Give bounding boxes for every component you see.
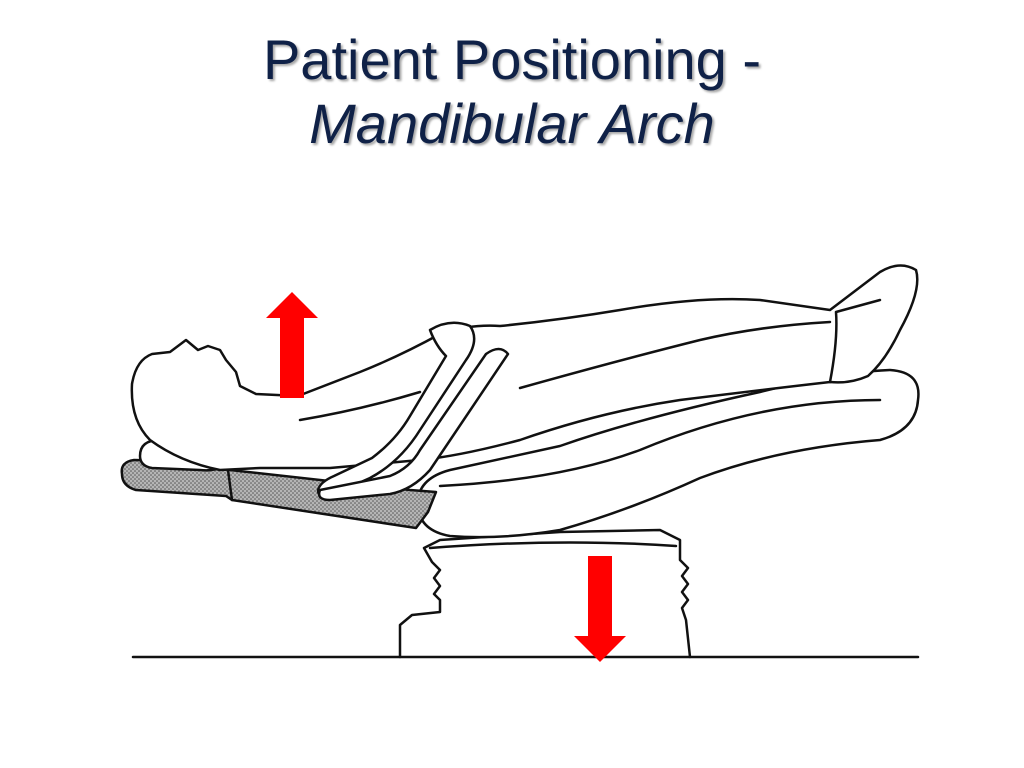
- base-upper-edge: [428, 541, 678, 550]
- arrow-down-icon: [574, 556, 626, 662]
- patient-leg-line: [518, 320, 832, 390]
- patient-foot: [828, 298, 882, 384]
- back-pad: [120, 458, 438, 530]
- seat-inner-line: [438, 398, 882, 488]
- patient-chair-illustration: [120, 264, 920, 662]
- patient-torso-line: [298, 390, 422, 422]
- headrest-split: [226, 468, 234, 502]
- arrow-up-icon: [266, 292, 318, 398]
- chair-armrest: [317, 347, 510, 502]
- chair-base: [398, 528, 692, 659]
- chair-seat: [416, 368, 920, 539]
- title-line-1: Patient Positioning -: [262, 28, 762, 91]
- slide-title: Patient Positioning - Mandibular Arch: [0, 28, 1024, 156]
- patient-body: [130, 264, 919, 472]
- title-line-2: Mandibular Arch: [309, 92, 715, 155]
